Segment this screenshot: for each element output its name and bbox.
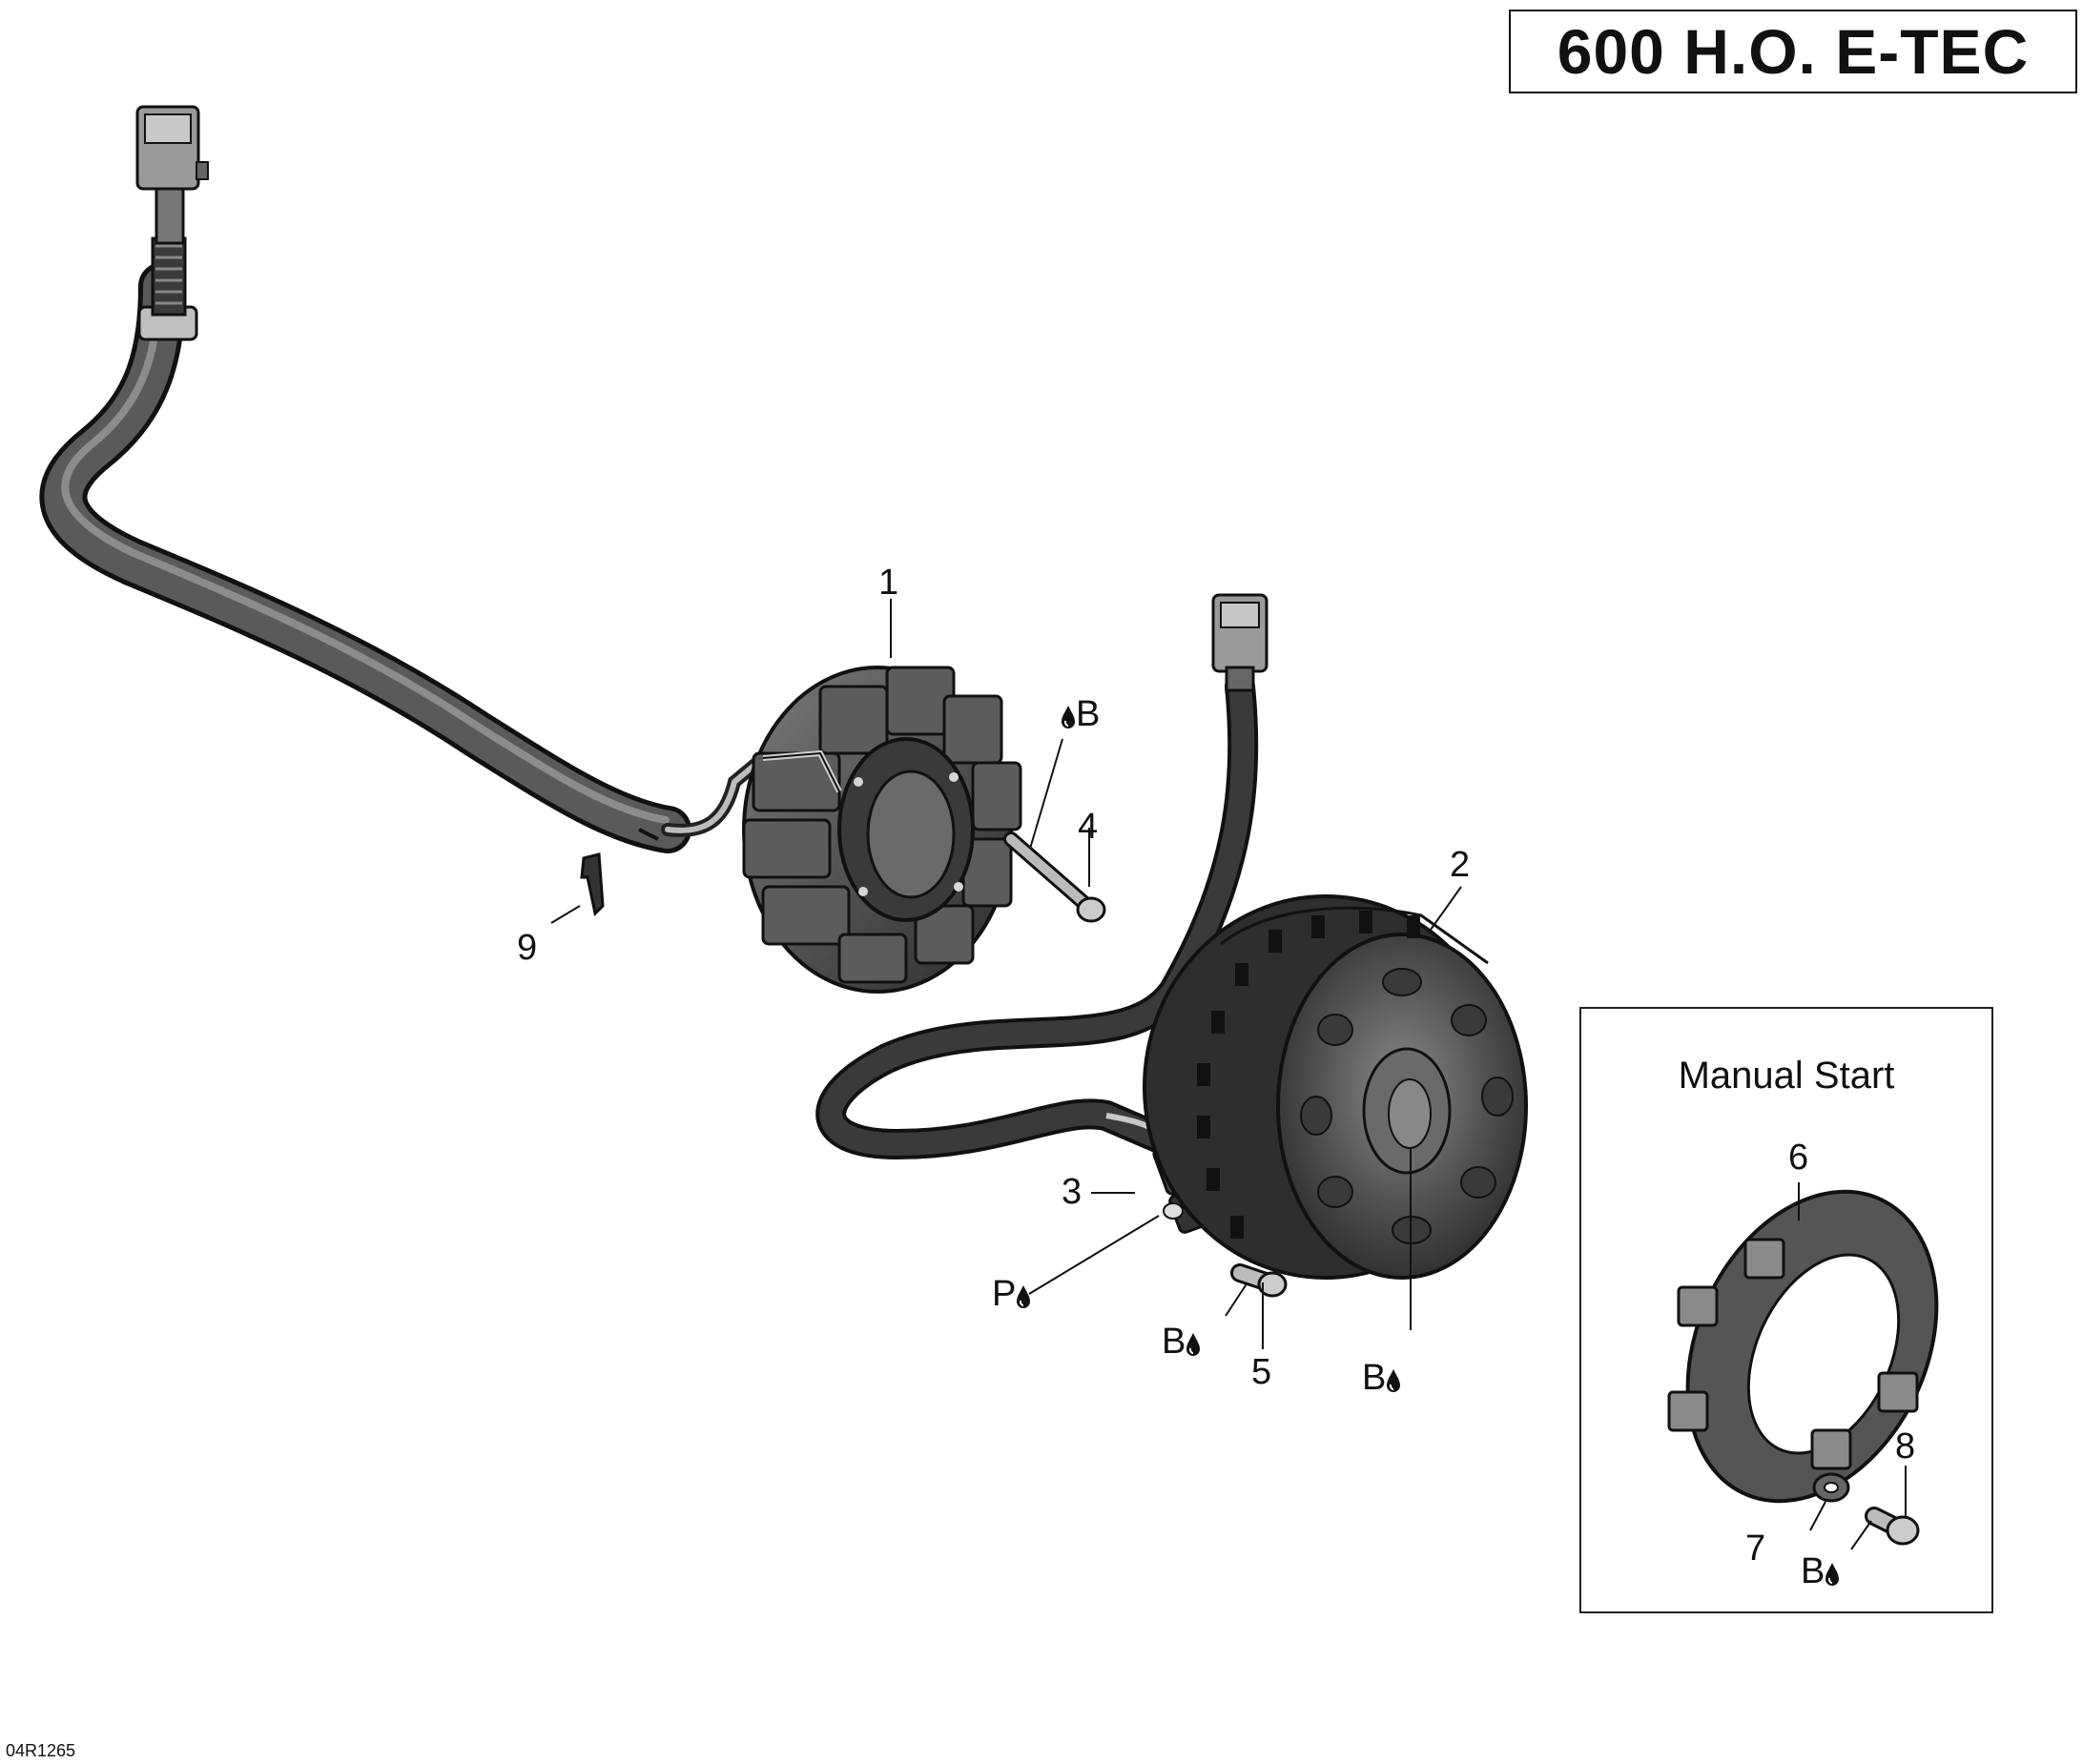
clip-part (580, 852, 605, 917)
callout-8: 8 (1895, 1426, 1916, 1467)
manual-start-inset: Manual Start (1579, 1007, 1993, 1613)
model-title-box: 600 H.O. E-TEC (1509, 10, 2077, 93)
lubricant-mark-bolt-4: B (1061, 696, 1100, 732)
lubricant-mark-bracket-3: P (992, 1276, 1031, 1312)
liquid-drop-icon (1186, 1333, 1201, 1356)
liquid-drop-icon (1062, 706, 1075, 728)
lubricant-code: B (1801, 1551, 1825, 1591)
stator-harness (39, 105, 770, 853)
inset-title: Manual Start (1678, 1055, 1895, 1097)
lubricant-code: P (992, 1274, 1017, 1314)
drawing-code: 04R1265 (6, 1741, 76, 1760)
callout-4: 4 (1078, 807, 1099, 847)
model-title: 600 H.O. E-TEC (1557, 16, 2030, 87)
trigger-coil-harness (815, 593, 1268, 1160)
callout-9: 9 (517, 928, 538, 968)
callout-3: 3 (1062, 1172, 1083, 1212)
callout-6: 6 (1788, 1138, 1809, 1178)
stator-bolt (1003, 831, 1106, 923)
stator (742, 666, 1022, 994)
lubricant-mark-bolt-5: B (1162, 1323, 1201, 1360)
lubricant-code: B (1162, 1322, 1186, 1362)
lubricant-mark-flywheel: B (1362, 1360, 1401, 1396)
manual-start-ring (1667, 1189, 1939, 1504)
callout-2: 2 (1450, 845, 1471, 885)
lubricant-mark-bolt-8: B (1801, 1553, 1840, 1590)
trigger-coil-bolt (1230, 1263, 1288, 1298)
callout-1: 1 (878, 563, 899, 603)
flywheel (1143, 894, 1528, 1280)
leader-lines (550, 599, 1907, 1550)
callout-7: 7 (1745, 1528, 1766, 1569)
lubricant-code: B (1076, 694, 1101, 734)
liquid-drop-icon (1825, 1563, 1840, 1586)
manual-start-bolt (1865, 1507, 1920, 1546)
washer-part (1812, 1472, 1850, 1503)
liquid-drop-icon (1387, 1369, 1401, 1392)
lubricant-code: B (1362, 1358, 1387, 1398)
callout-5: 5 (1251, 1352, 1272, 1392)
liquid-drop-icon (1017, 1285, 1031, 1308)
